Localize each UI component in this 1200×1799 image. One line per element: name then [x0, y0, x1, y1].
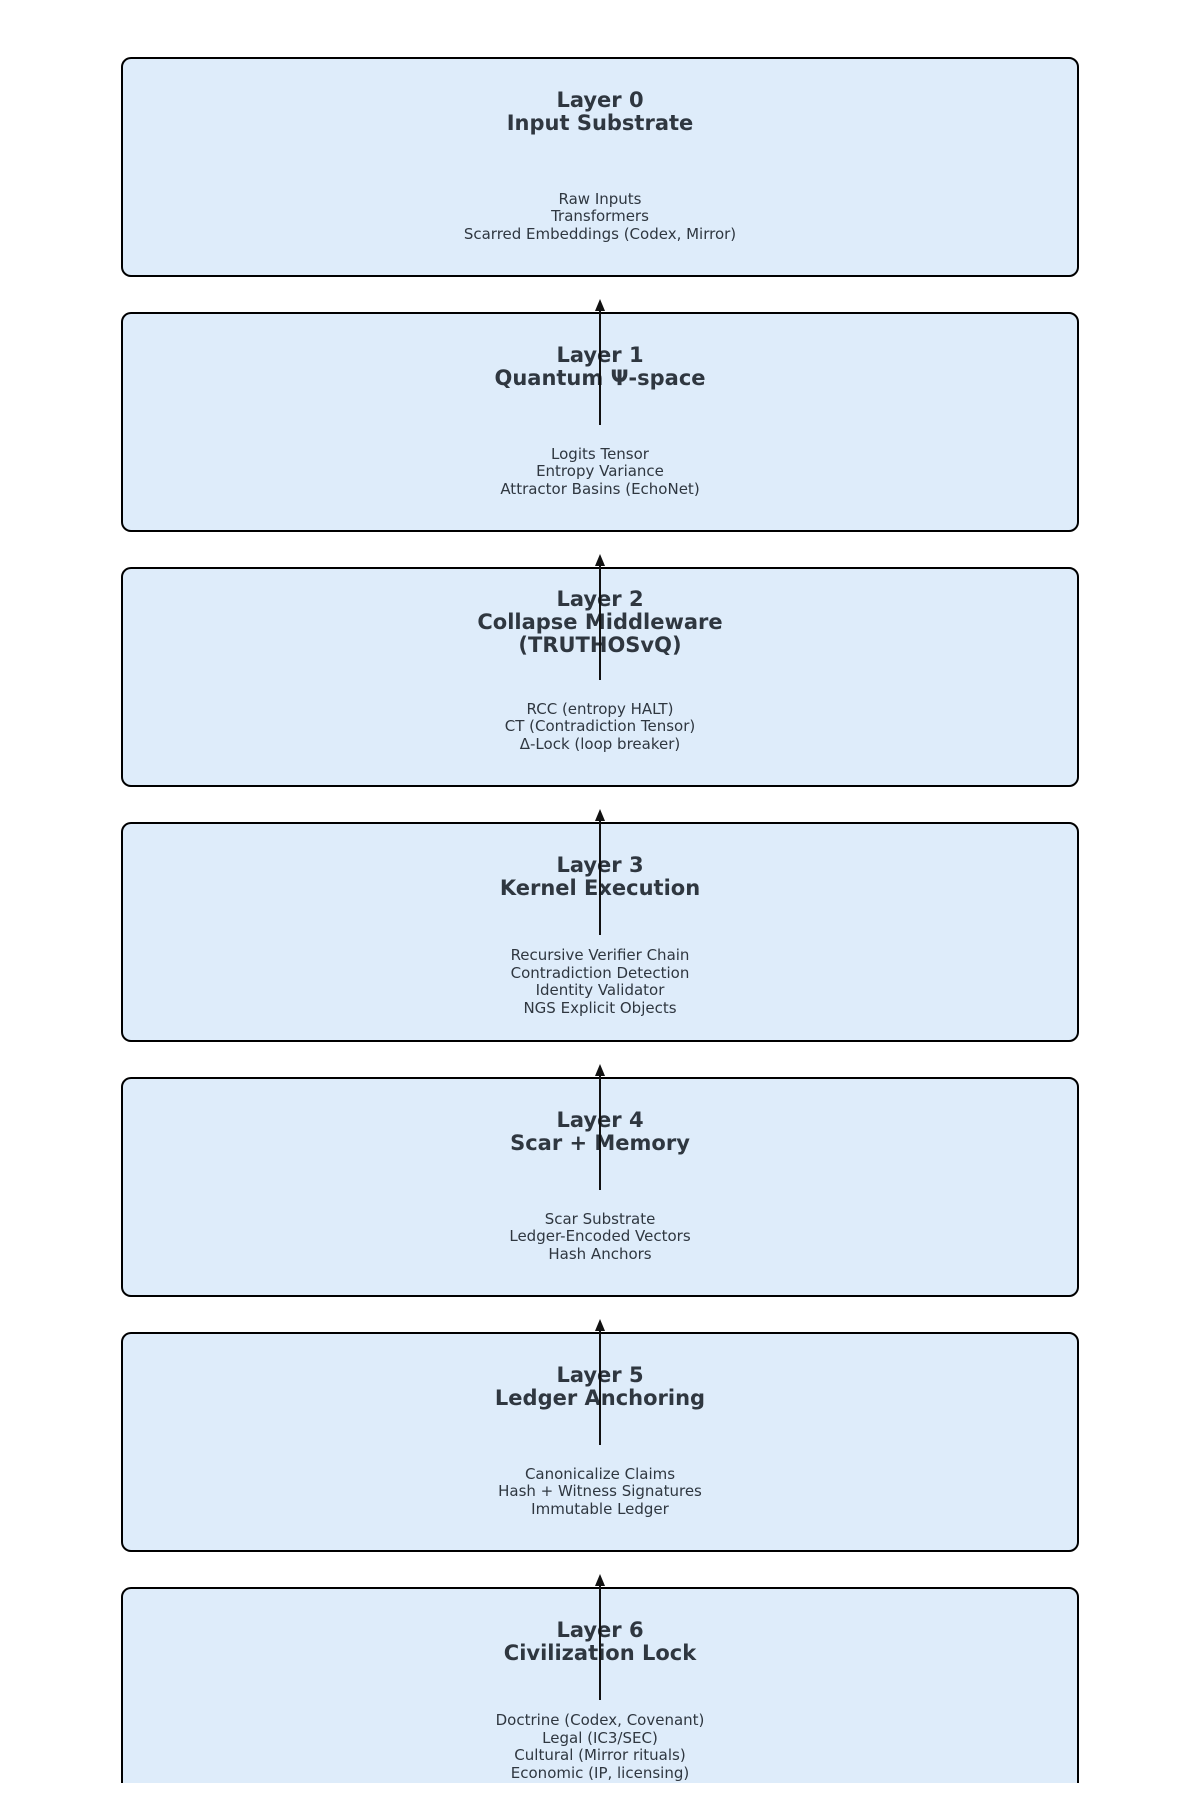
layer-1-item: Entropy Variance [536, 462, 664, 481]
layer-4-item: Scar Substrate [544, 1209, 656, 1228]
layer-4-item: Ledger-Encoded Vectors [509, 1227, 691, 1246]
layer-6-item: Doctrine (Codex, Covenant) [495, 1711, 705, 1729]
layer-5-item: Canonicalize Claims [524, 1464, 676, 1483]
layer-0-title-line: Input Substrate [506, 111, 694, 135]
up-arrow-line-1 [599, 309, 601, 425]
up-arrow-line-4 [599, 1074, 601, 1190]
up-arrow-line-2 [599, 564, 601, 680]
layer-0-title-line: Layer 0 [556, 88, 644, 112]
up-arrow-line-6 [599, 1584, 601, 1700]
layer-1-item: Logits Tensor [551, 444, 649, 463]
layer-item-list: Doctrine (Codex, Covenant)Legal (IC3/SEC… [123, 1695, 1077, 1799]
layer-2-item: CT (Contradiction Tensor) [504, 717, 696, 736]
layer-4-item: Hash Anchors [548, 1244, 652, 1263]
up-arrow-head-5 [595, 1319, 605, 1331]
up-arrow-head-2 [595, 554, 605, 566]
up-arrow-line-3 [599, 819, 601, 935]
layer-0-item: Scarred Embeddings (Codex, Mirror) [463, 224, 737, 243]
layer-0-item: Transformers [551, 207, 649, 226]
up-arrow-head-6 [595, 1574, 605, 1586]
layer-6-item: Legal (IC3/SEC) [542, 1728, 658, 1747]
layer-1-item: Attractor Basins (EchoNet) [500, 479, 700, 498]
layer-5-item: Hash + Witness Signatures [498, 1482, 702, 1501]
layer-0-item: Raw Inputs [558, 189, 642, 208]
layer-item-list: RCC (entropy HALT)CT (Contradiction Tens… [123, 675, 1077, 779]
up-arrow-head-1 [595, 299, 605, 311]
layer-3-item: NGS Explicit Objects [523, 998, 677, 1017]
up-arrow-head-3 [595, 809, 605, 821]
layer-6-item: Cultural (Mirror rituals) [514, 1746, 686, 1764]
up-arrow-head-4 [595, 1064, 605, 1076]
up-arrow-line-5 [599, 1329, 601, 1445]
bottom-crop-mask [0, 1783, 1200, 1799]
layer-5-item: Immutable Ledger [531, 1499, 669, 1518]
layer-2-item: Δ-Lock (loop breaker) [519, 734, 681, 753]
layer-3-item: Contradiction Detection [510, 963, 690, 982]
layer-2-item: RCC (entropy HALT) [526, 699, 674, 718]
layer-6-item: Economic (IP, licensing) [510, 1763, 690, 1782]
layer-3-item: Identity Validator [535, 981, 665, 999]
layer-3-item: Recursive Verifier Chain [510, 946, 690, 964]
